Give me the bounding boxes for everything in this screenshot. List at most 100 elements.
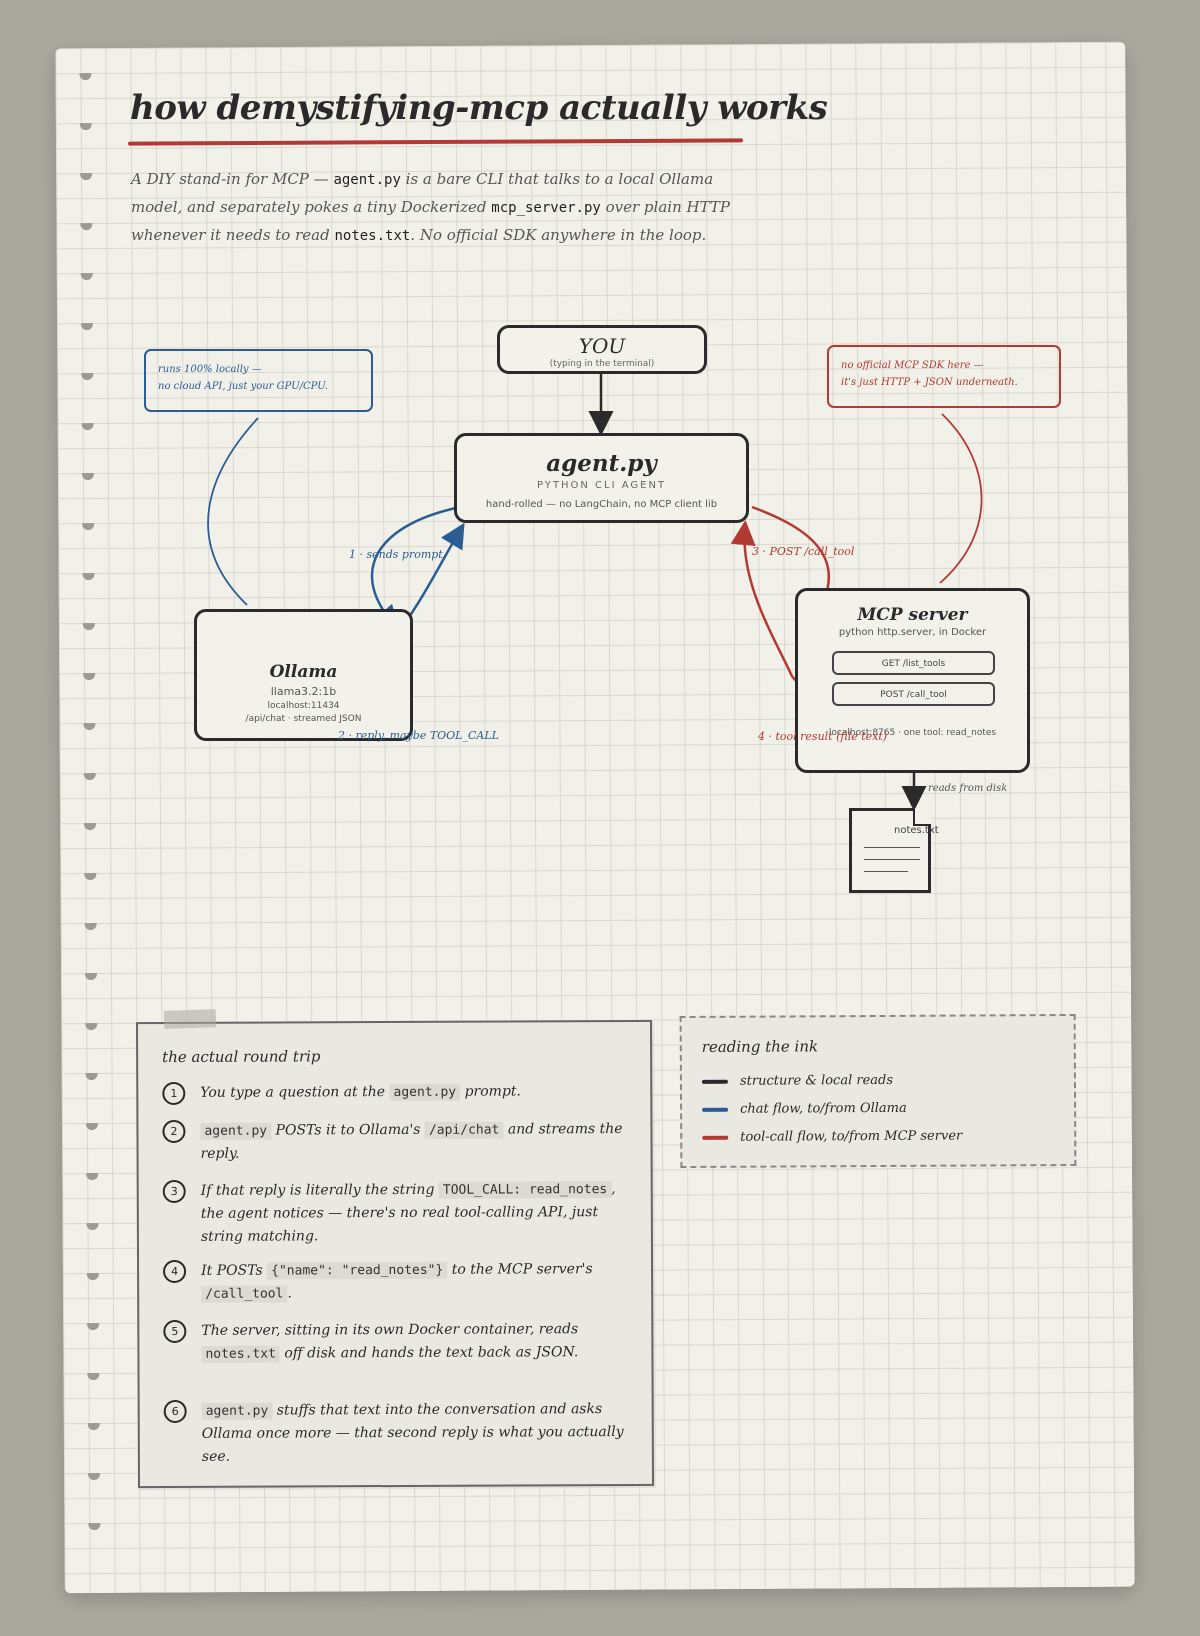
binder-hole bbox=[87, 1473, 101, 1481]
binder-hole bbox=[86, 1273, 99, 1281]
binder-hole bbox=[87, 1323, 100, 1331]
step-text: If that reply is literally the string TO… bbox=[201, 1178, 629, 1249]
step-text-part: If that reply is literally the string bbox=[200, 1181, 439, 1199]
intro-code: notes.txt bbox=[334, 228, 411, 244]
round-trip-step: 1 You type a question at the agent.py pr… bbox=[162, 1080, 628, 1106]
step-text-part: prompt. bbox=[460, 1083, 522, 1100]
legend-swatch-red bbox=[702, 1135, 729, 1140]
note-line: no cloud API, just your GPU/CPU. bbox=[158, 381, 328, 392]
note-line: it's just HTTP + JSON underneath. bbox=[841, 377, 1018, 388]
step-text-part: The server, sitting in its own Docker co… bbox=[201, 1321, 579, 1339]
label-sends-prompt: 1 · sends prompt bbox=[349, 548, 443, 561]
code-chip: notes.txt bbox=[201, 1345, 280, 1363]
step-text: agent.py POSTs it to Ollama's /api/chat … bbox=[200, 1118, 628, 1166]
step-text: It POSTs {"name": "read_notes"} to the M… bbox=[201, 1258, 629, 1306]
no-sdk-note: no official MCP SDK here — it's just HTT… bbox=[827, 345, 1061, 408]
step-number: 1 bbox=[162, 1081, 186, 1106]
binder-hole bbox=[86, 1223, 99, 1231]
step-number: 6 bbox=[163, 1399, 187, 1424]
round-trip-step: 6 agent.py stuffs that text into the con… bbox=[163, 1398, 630, 1469]
call-tool-endpoint: POST /call_tool bbox=[832, 682, 995, 706]
page-fold bbox=[913, 808, 931, 826]
ollama-host: localhost:11434 bbox=[267, 701, 340, 711]
legend-label: structure & local reads bbox=[739, 1072, 894, 1089]
ollama-model: llama3.2:1b bbox=[270, 685, 337, 698]
list-tools-endpoint: GET /list_tools bbox=[832, 651, 995, 675]
code-chip: /api/chat bbox=[424, 1121, 504, 1139]
binder-hole bbox=[85, 1023, 98, 1031]
code-chip: agent.py bbox=[201, 1402, 273, 1420]
step-text: agent.py stuffs that text into the conve… bbox=[201, 1398, 630, 1469]
label-post-call-tool: 3 · POST /call_tool bbox=[752, 545, 855, 558]
step-text-part: You type a question at the bbox=[200, 1084, 390, 1101]
legend-card: reading the ink structure & local reads … bbox=[679, 1013, 1077, 1169]
round-trip-step: 3 If that reply is literally the string … bbox=[162, 1178, 629, 1249]
notes-file-label: notes.txt bbox=[894, 825, 939, 836]
intro-code: mcp_server.py bbox=[491, 200, 601, 216]
ollama-box: Ollama llama3.2:1b localhost:11434 /api/… bbox=[194, 609, 413, 741]
round-trip-title: the actual round trip bbox=[162, 1047, 321, 1067]
step-number: 5 bbox=[163, 1319, 187, 1344]
legend-swatch-blue bbox=[702, 1107, 729, 1112]
sends-prompt-arrow bbox=[370, 506, 457, 631]
legend-item: chat flow, to/from Ollama bbox=[702, 1101, 907, 1117]
local-runtime-note: runs 100% locally — no cloud API, just y… bbox=[144, 349, 373, 412]
round-trip-step: 5 The server, sitting in its own Docker … bbox=[163, 1318, 629, 1366]
code-chip: {"name": "read_notes"} bbox=[267, 1261, 448, 1280]
binder-hole bbox=[87, 1373, 100, 1381]
intro-paragraph: A DIY stand-in for MCP — agent.py is a b… bbox=[131, 166, 731, 250]
mcp-server-box: MCP server python http.server, in Docker… bbox=[795, 588, 1030, 773]
round-trip-step: 2 agent.py POSTs it to Ollama's /api/cha… bbox=[162, 1118, 628, 1166]
page-title: how demystifying-mcp actually works bbox=[130, 88, 828, 128]
legend-item: tool-call flow, to/from MCP server bbox=[702, 1129, 962, 1145]
code-chip: agent.py bbox=[389, 1083, 461, 1102]
code-chip: TOOL_CALL: read_notes bbox=[438, 1181, 612, 1199]
tape-strip bbox=[163, 1009, 217, 1029]
step-text-part: . bbox=[287, 1285, 292, 1302]
legend-label: tool-call flow, to/from MCP server bbox=[740, 1128, 963, 1145]
binder-hole bbox=[87, 1423, 100, 1431]
agent-caption: PYTHON CLI AGENT bbox=[536, 480, 667, 491]
step-number: 3 bbox=[162, 1179, 186, 1204]
label-reads-from-disk: reads from disk bbox=[928, 783, 1008, 794]
agent-box: agent.py PYTHON CLI AGENT hand-rolled — … bbox=[454, 433, 749, 523]
note-line: no official MCP SDK here — bbox=[841, 360, 984, 371]
step-text-part: It POSTs bbox=[201, 1262, 268, 1279]
step-text-part: to the MCP server's bbox=[447, 1261, 593, 1278]
step-text-part: off disk and hands the text back as JSON… bbox=[279, 1344, 579, 1362]
text-line bbox=[864, 847, 920, 848]
mcp-title: MCP server bbox=[857, 605, 968, 625]
you-title: YOU bbox=[578, 334, 626, 358]
intro-text: . No official SDK anywhere in the loop. bbox=[410, 226, 707, 244]
binder-hole bbox=[85, 1073, 98, 1081]
label-reply-tool-call: 2 · reply, maybe TOOL_CALL bbox=[338, 729, 499, 742]
legend-title: reading the ink bbox=[701, 1037, 819, 1056]
note-line: runs 100% locally — bbox=[158, 364, 262, 375]
intro-text: A DIY stand-in for MCP — bbox=[131, 170, 334, 188]
legend-item: structure & local reads bbox=[701, 1072, 894, 1089]
intro-code: agent.py bbox=[333, 172, 401, 188]
red-annotation-leader bbox=[939, 413, 983, 584]
you-box: YOU (typing in the terminal) bbox=[497, 325, 707, 374]
blue-annotation-leader bbox=[207, 417, 259, 606]
ollama-title: Ollama bbox=[269, 662, 338, 682]
intro-text: is a bare CLI that talks to a local Olla… bbox=[131, 170, 714, 216]
intro-text: over plain HTTP whenever it needs to rea… bbox=[131, 198, 730, 244]
binder-hole bbox=[88, 1523, 101, 1531]
agent-note: hand-rolled — no LangChain, no MCP clien… bbox=[485, 499, 718, 510]
binder-hole bbox=[85, 1123, 98, 1131]
mcp-subtitle: python http.server, in Docker bbox=[838, 627, 987, 638]
code-chip: agent.py bbox=[200, 1122, 272, 1140]
step-number: 2 bbox=[162, 1119, 186, 1144]
round-trip-step: 4 It POSTs {"name": "read_notes"} to the… bbox=[163, 1258, 629, 1306]
mcp-footer: localhost:8765 · one tool: read_notes bbox=[828, 728, 997, 738]
label-tool-result: 4 · tool result (file text) bbox=[758, 730, 888, 743]
legend-swatch-dark bbox=[701, 1079, 728, 1084]
you-subtitle: (typing in the terminal) bbox=[549, 359, 655, 369]
legend-label: chat flow, to/from Ollama bbox=[740, 1100, 907, 1117]
step-number: 4 bbox=[163, 1259, 187, 1284]
text-line bbox=[864, 871, 908, 872]
binder-hole bbox=[86, 1173, 99, 1181]
code-chip: /call_tool bbox=[201, 1285, 288, 1303]
round-trip-card: the actual round trip 1 You type a quest… bbox=[135, 1019, 655, 1489]
